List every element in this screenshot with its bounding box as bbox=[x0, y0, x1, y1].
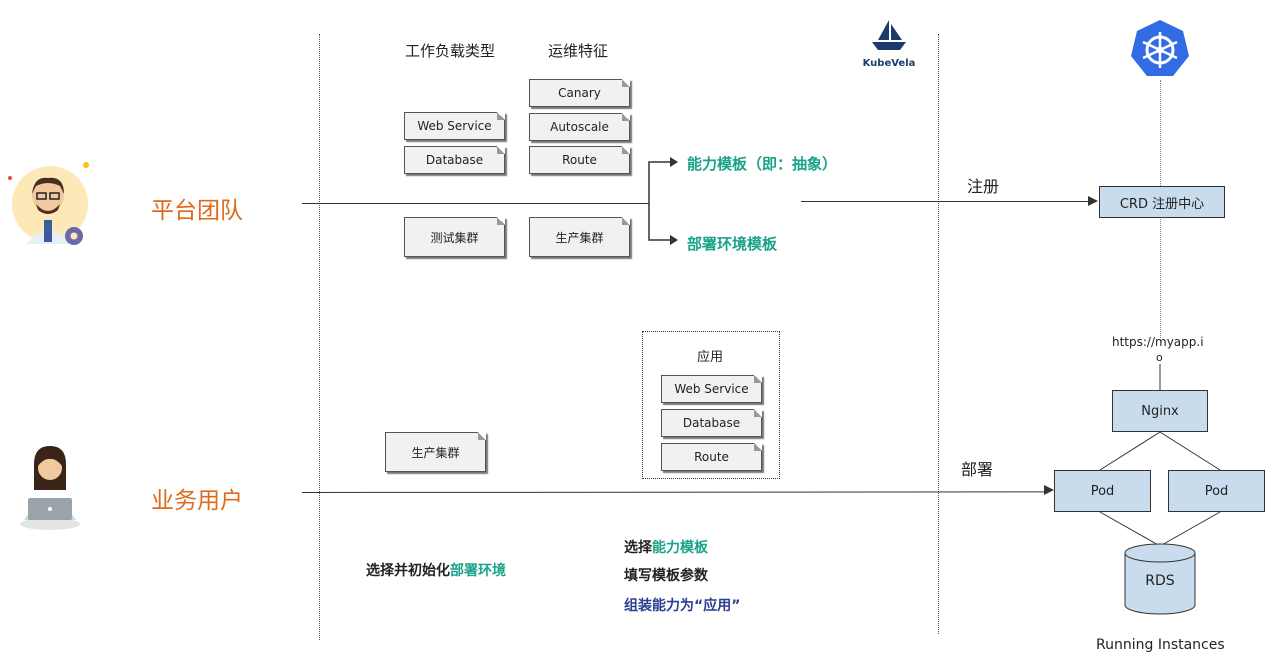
trait-card-canary[interactable]: Canary bbox=[529, 79, 630, 107]
workload-card-web-service[interactable]: Web Service bbox=[404, 112, 505, 140]
rds-database[interactable]: RDS bbox=[1124, 543, 1196, 615]
database-cylinder-icon bbox=[1124, 543, 1196, 615]
instruction-line1-b: 能力模板 bbox=[652, 540, 708, 556]
business-user-avatar bbox=[12, 440, 88, 532]
separator-left bbox=[319, 34, 320, 640]
pod-box-2[interactable]: Pod bbox=[1168, 470, 1265, 512]
kubevela-logo: KubeVela bbox=[862, 18, 916, 74]
deploy-arrowhead bbox=[1044, 485, 1054, 495]
app-card-database[interactable]: Database bbox=[661, 409, 762, 437]
pod-box-1[interactable]: Pod bbox=[1054, 470, 1151, 512]
platform-flow-line bbox=[302, 203, 649, 204]
trait-card-route[interactable]: Route bbox=[529, 146, 630, 174]
instruction-left-part2: 部署环境 bbox=[450, 563, 506, 579]
kubernetes-helm-icon bbox=[1131, 20, 1189, 76]
business-user-icon bbox=[20, 446, 80, 530]
instruction-left-part1: 选择并初始化 bbox=[366, 563, 450, 579]
instruction-line3: 组装能力为“应用” bbox=[624, 598, 741, 614]
kubevela-boat-icon bbox=[872, 20, 906, 50]
instruction-line1: 选择能力模板 bbox=[624, 537, 708, 557]
header-workload-types: 工作负载类型 bbox=[405, 42, 496, 60]
register-label: 注册 bbox=[967, 177, 1000, 196]
instance-connectors bbox=[1099, 364, 1221, 547]
cluster-card-test[interactable]: 测试集群 bbox=[404, 217, 505, 257]
output-capability-template: 能力模板（即：抽象） bbox=[687, 153, 837, 174]
kubernetes-logo bbox=[1129, 18, 1191, 80]
kubevela-label: KubeVela bbox=[862, 58, 916, 69]
platform-branch-arrows bbox=[648, 157, 678, 245]
cluster-card-prod[interactable]: 生产集群 bbox=[529, 217, 630, 257]
crd-registry-box[interactable]: CRD 注册中心 bbox=[1099, 186, 1225, 218]
rds-label: RDS bbox=[1145, 573, 1175, 589]
deploy-arrow-line bbox=[301, 491, 1048, 493]
workload-card-database[interactable]: Database bbox=[404, 146, 505, 174]
platform-team-avatar bbox=[6, 160, 92, 250]
instruction-left: 选择并初始化部署环境 bbox=[366, 560, 506, 580]
instruction-line2: 填写模板参数 bbox=[624, 568, 708, 584]
register-arrowhead bbox=[1088, 196, 1098, 206]
app-card-web-service[interactable]: Web Service bbox=[661, 375, 762, 403]
deploy-label: 部署 bbox=[961, 460, 994, 479]
application-box bbox=[642, 331, 780, 479]
output-env-template: 部署环境模板 bbox=[687, 235, 778, 253]
running-instances-label: Running Instances bbox=[1096, 637, 1225, 653]
url-line1: https://myapp.i bbox=[1112, 335, 1204, 349]
capability-template-label: 能力模板（即：抽象） bbox=[687, 155, 838, 173]
role-platform-team: 平台团队 bbox=[151, 198, 243, 224]
trait-card-autoscale[interactable]: Autoscale bbox=[529, 113, 630, 141]
register-arrow-line bbox=[801, 201, 1091, 202]
separator-right bbox=[938, 34, 939, 634]
instruction-line1-a: 选择 bbox=[624, 540, 652, 556]
nginx-box[interactable]: Nginx bbox=[1112, 390, 1208, 432]
header-ops-traits: 运维特征 bbox=[548, 42, 609, 60]
user-cluster-card-prod[interactable]: 生产集群 bbox=[385, 432, 486, 472]
application-title: 应用 bbox=[697, 350, 724, 365]
url-line2: o bbox=[1156, 351, 1163, 364]
app-card-route[interactable]: Route bbox=[661, 443, 762, 471]
role-business-user: 业务用户 bbox=[151, 488, 243, 514]
engineer-avatar-icon bbox=[8, 162, 89, 245]
